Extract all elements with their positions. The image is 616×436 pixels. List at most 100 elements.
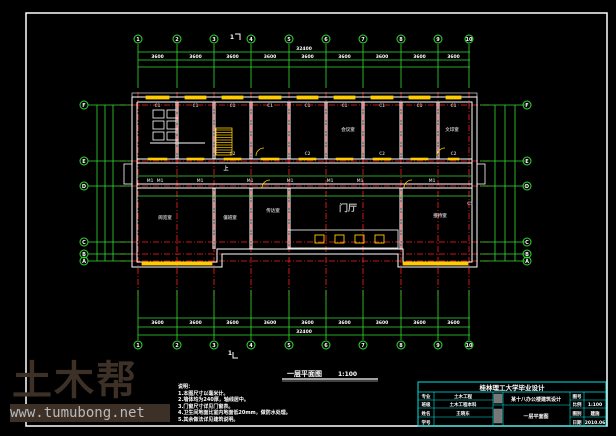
axis-label: 2 [175, 343, 179, 349]
dimension-text: 3600 [151, 54, 164, 60]
window-c1 [258, 95, 282, 100]
axis-label: 7 [361, 343, 365, 349]
side-entrance-left [123, 163, 133, 185]
window-tag: C5 [467, 201, 473, 206]
sheet-frame [25, 12, 608, 427]
window-c1 [296, 95, 319, 100]
dimension-text: 3600 [413, 54, 426, 60]
axis-bubble-icon [284, 34, 294, 44]
plan-title: 一层平面图 [287, 369, 322, 378]
title-block-label: 学号 [422, 419, 431, 426]
room-label: 传达室 [265, 207, 280, 214]
door-tag: M1 [247, 178, 254, 183]
room-label: 接待室 [433, 212, 447, 219]
section-mark-icon [232, 352, 238, 359]
axis-bubble-icon [246, 34, 256, 44]
room-label: 会议室 [341, 126, 355, 133]
window-tag: C1 [342, 103, 348, 108]
axis-label: 7 [361, 37, 365, 43]
title-block-meta-value: 1:100 [588, 402, 602, 408]
window-tag: C1 [193, 103, 199, 108]
section-mark-icon [235, 33, 241, 40]
stair-label: 上 [223, 165, 228, 172]
window-c2 [372, 157, 392, 161]
axis-bubble-icon [433, 34, 443, 44]
window-c2 [260, 157, 280, 161]
door-tag: M1 [197, 178, 204, 183]
title-block-meta-label: 日期 [573, 419, 582, 426]
window-c1 [333, 95, 356, 100]
window-tag: C2 [230, 151, 236, 156]
window-tag: C1 [230, 103, 236, 108]
title-block-stamp [493, 393, 503, 404]
axis-label: 1 [136, 37, 140, 43]
door-tag: M1 [147, 178, 154, 183]
window-tag: C2 [379, 151, 385, 156]
note-line: 2.墙体均为240厚，轴线居中。 [178, 397, 249, 403]
door-tag: M1 [157, 178, 164, 183]
entrance-canopy [287, 229, 399, 249]
axis-bubble-icon [396, 340, 406, 350]
dimension-text: 3600 [447, 320, 460, 326]
axis-label: 10 [466, 37, 473, 43]
axis-bubble-icon [246, 340, 256, 350]
note-line: 1.本图尺寸以毫米计。 [178, 390, 229, 397]
window-c2 [223, 157, 242, 161]
window-c1 [141, 261, 213, 266]
plan-scale: 1:100 [338, 371, 357, 378]
window-tag: C1 [417, 103, 423, 108]
room-label: 阅览室 [158, 214, 172, 221]
axis-label: 3 [212, 37, 216, 43]
section-mark-label: 1 [230, 34, 234, 41]
axis-label: 1 [136, 343, 140, 349]
dimension-total: 32400 [296, 329, 312, 335]
dimension-text: 3600 [301, 54, 314, 60]
window-c1 [408, 95, 431, 100]
dimension-text: 3600 [413, 320, 426, 326]
axis-label: 5 [287, 37, 291, 43]
window-c1 [145, 95, 170, 100]
room-label: 门厅 [339, 202, 357, 214]
axis-bubble-icon [209, 34, 219, 44]
exterior-wall-outline [131, 96, 478, 268]
door-swing-icon [261, 179, 271, 189]
axis-bubble-icon [522, 237, 532, 247]
title-block-stamp [493, 408, 503, 424]
axis-bubble-icon [358, 340, 368, 350]
notes-heading: 说明： [178, 384, 194, 390]
axis-label: 2 [175, 37, 179, 43]
title-block-school: 桂林理工大学毕业设计 [479, 383, 546, 392]
axis-bubble-icon [79, 100, 89, 110]
title-block [417, 381, 607, 427]
axis-label: D [82, 184, 86, 190]
title-block-meta-value: 2010.06 [585, 420, 606, 426]
title-block-meta-label: 图号 [573, 393, 582, 400]
axis-label: 8 [399, 37, 403, 43]
dimension-text: 3600 [264, 54, 277, 60]
dimension-text: 3600 [376, 54, 389, 60]
dimension-text: 3600 [189, 54, 202, 60]
axis-label: F [525, 103, 528, 109]
window-tag: C1 [379, 103, 385, 108]
note-line: 3.门窗尺寸详见门窗表。 [178, 403, 234, 410]
axis-bubble-icon [522, 156, 532, 166]
toilet-fixture-icon [152, 109, 165, 119]
window-c2 [147, 157, 168, 161]
window-tag: C2 [305, 151, 311, 156]
axis-label: 3 [212, 343, 216, 349]
axis-label: C [82, 240, 86, 246]
window-tag: C1 [305, 103, 311, 108]
dimension-text: 3600 [447, 54, 460, 60]
title-block-label: 姓名 [421, 410, 431, 417]
title-block-value: 王晓东 [456, 410, 470, 417]
axis-bubble-icon [133, 34, 143, 44]
axis-bubble-icon [321, 340, 331, 350]
axis-bubble-icon [522, 249, 532, 259]
dimension-text: 3600 [301, 320, 314, 326]
axis-label: B [82, 252, 86, 258]
axis-bubble-icon [433, 340, 443, 350]
dimension-text: 3600 [226, 320, 239, 326]
dimension-text: 3600 [189, 320, 202, 326]
axis-label: A [525, 259, 529, 265]
